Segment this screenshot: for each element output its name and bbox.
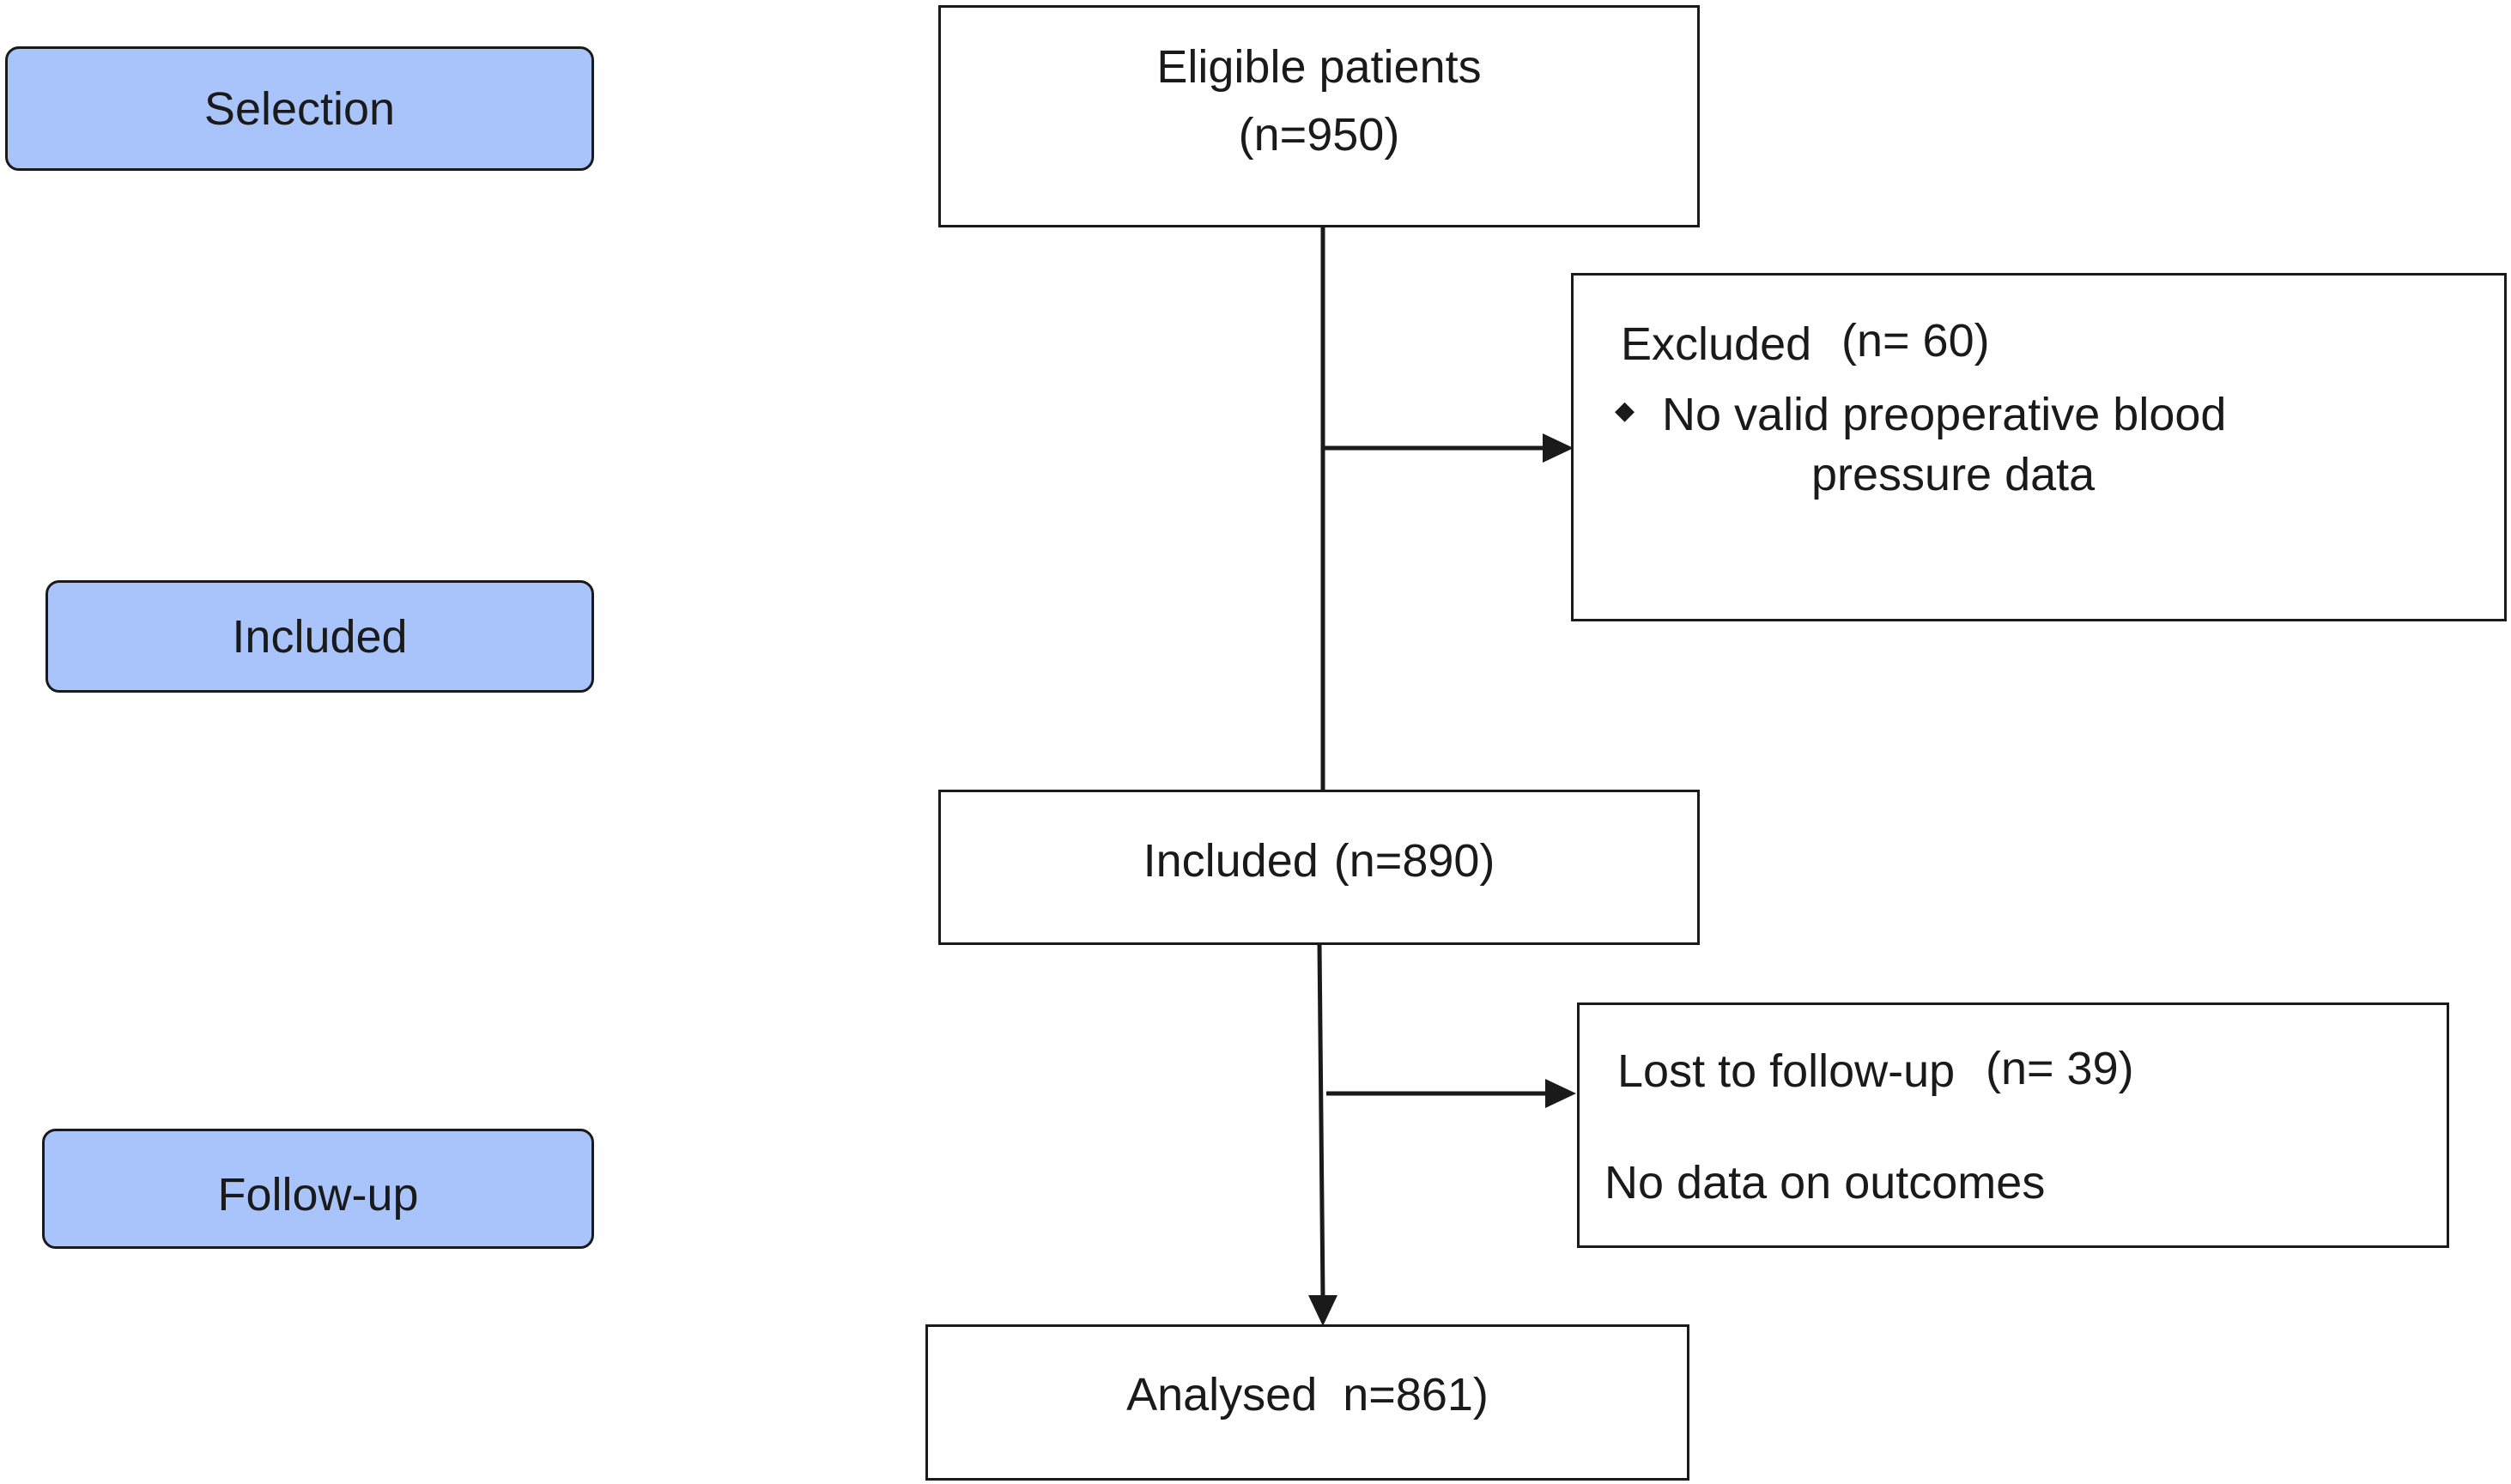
arrowhead-lost xyxy=(1545,1079,1576,1108)
included-count: (n=890) xyxy=(1333,835,1495,887)
excluded-box: Excluded (n= 60) ◆ No valid preoperative… xyxy=(1571,273,2507,621)
lost-followup-box: Lost to follow-up (n= 39) No data on out… xyxy=(1577,1002,2449,1248)
eligible-patients-box: Eligible patients (n=950) xyxy=(938,5,1700,227)
analysed-box: Analysed n=861) xyxy=(925,1324,1689,1481)
connector-included-analysed xyxy=(1317,943,1325,1299)
excluded-reason-line1: No valid preoperative blood xyxy=(1662,389,2227,440)
eligible-count: (n=950) xyxy=(1238,108,1400,161)
lost-title: Lost to follow-up xyxy=(1617,1045,1956,1097)
excluded-reason-line2: pressure data xyxy=(1811,449,2096,500)
arrowhead-excluded xyxy=(1543,433,1574,463)
stage-followup-label: Follow-up xyxy=(217,1169,419,1221)
arrowhead-analysed xyxy=(1308,1295,1337,1326)
included-title: Included xyxy=(1143,835,1319,887)
analysed-count: n=861) xyxy=(1343,1368,1489,1420)
stage-followup: Follow-up xyxy=(42,1129,594,1249)
stage-included-label: Included xyxy=(232,610,408,663)
stage-selection-label: Selection xyxy=(203,82,396,135)
analysed-title: Analysed xyxy=(1126,1368,1318,1420)
excluded-title: Excluded xyxy=(1621,318,1812,370)
lost-reason: No data on outcomes xyxy=(1604,1157,2046,1208)
excluded-count: (n= 60) xyxy=(1841,315,1990,366)
stage-selection: Selection xyxy=(5,46,594,171)
bullet-icon: ◆ xyxy=(1615,397,1635,425)
lost-count: (n= 39) xyxy=(1986,1043,2134,1094)
stage-included: Included xyxy=(45,580,594,693)
eligible-title: Eligible patients xyxy=(1156,41,1482,94)
included-box: Included (n=890) xyxy=(938,790,1700,945)
